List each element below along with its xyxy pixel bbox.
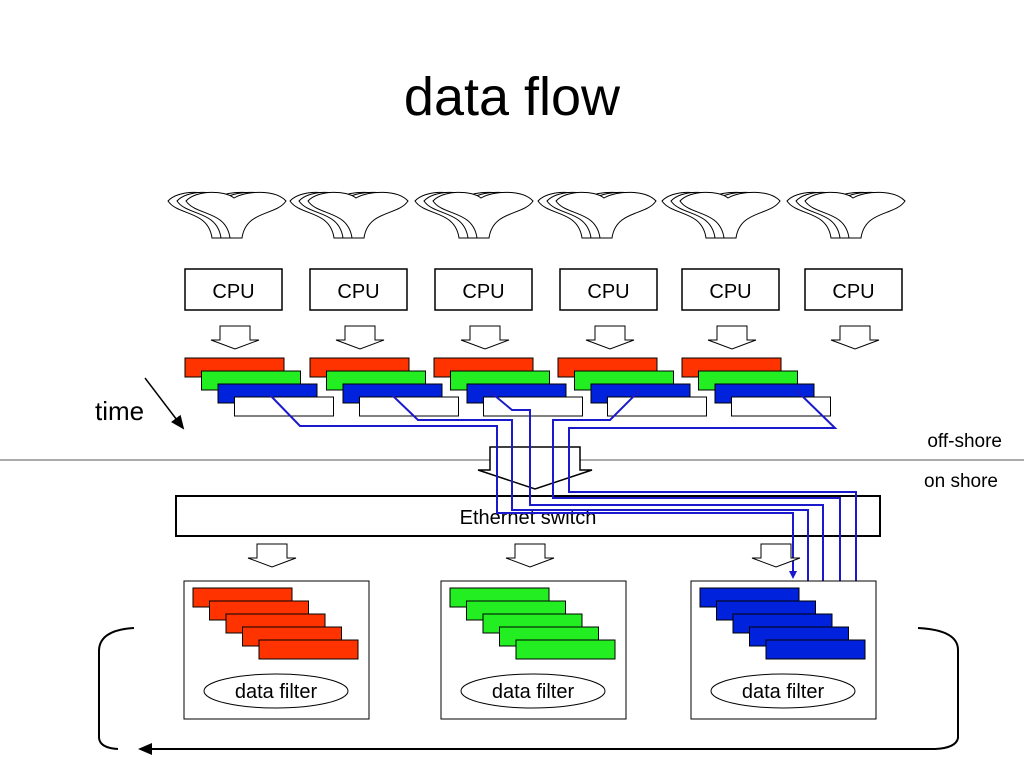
feedback-loop xyxy=(98,627,959,755)
sensor-icon xyxy=(289,191,409,239)
routing-link xyxy=(391,394,812,594)
switch-output-arrows xyxy=(247,543,801,568)
cpu-label: CPU xyxy=(832,281,874,303)
data-filter-row: data filter data filter data filter xyxy=(183,580,877,720)
cpu-output-arrow xyxy=(707,325,757,350)
data-filter-label: data filter xyxy=(742,681,825,703)
cpu-box xyxy=(559,268,658,311)
ethernet-switch xyxy=(175,495,881,537)
data-filter-ellipse xyxy=(710,673,856,709)
packet-stack xyxy=(184,357,334,417)
data-filter-box: data filter xyxy=(183,580,370,720)
packet-stack xyxy=(681,357,831,417)
time-arrow xyxy=(144,377,185,430)
packet-slice xyxy=(607,396,707,417)
data-filter-ellipse xyxy=(203,673,349,709)
cpu-output-arrow xyxy=(335,325,385,350)
packet-stack xyxy=(309,357,459,417)
cpu-output-arrow xyxy=(830,325,880,350)
data-filter-box: data filter xyxy=(440,580,627,720)
routing-link xyxy=(487,389,827,609)
filtered-packet xyxy=(515,639,616,660)
cpu-label: CPU xyxy=(709,281,751,303)
cpu-box xyxy=(681,268,780,311)
sensor-icon xyxy=(661,191,781,239)
cpu-output-arrow xyxy=(460,325,510,350)
cpu-box xyxy=(434,268,533,311)
packet-stack xyxy=(433,357,583,417)
cpu-label: CPU xyxy=(587,281,629,303)
data-filter-box: data filter xyxy=(690,580,877,720)
switch-input-arrow xyxy=(477,446,593,490)
switch-output-arrow xyxy=(247,543,297,568)
data-filter-ellipse xyxy=(460,673,606,709)
cpu-box xyxy=(804,268,903,311)
cpu-label: CPU xyxy=(462,281,504,303)
routing-links xyxy=(269,389,860,640)
filtered-packet xyxy=(765,639,866,660)
cpu-output-arrow xyxy=(585,325,635,350)
cpu-label: CPU xyxy=(212,281,254,303)
packet-slice xyxy=(234,396,334,417)
packet-slice xyxy=(483,396,583,417)
data-filter-label: data filter xyxy=(492,681,575,703)
sensor-icon xyxy=(786,191,906,239)
cpu-row: CPU CPU CPU CPU CPU CPU xyxy=(184,268,903,311)
data-filter-label: data filter xyxy=(235,681,318,703)
switch-output-arrow xyxy=(505,543,555,568)
time-indicator: time xyxy=(95,377,185,430)
cpu-output-arrows xyxy=(210,325,880,350)
routing-link xyxy=(269,394,797,579)
sensor-icon xyxy=(414,191,534,239)
page-title: data flow xyxy=(404,67,621,127)
onshore-label: on shore xyxy=(924,471,998,492)
cpu-label: CPU xyxy=(337,281,379,303)
routing-link xyxy=(552,389,844,624)
filtered-packet xyxy=(258,639,359,660)
offshore-label: off-shore xyxy=(927,431,1002,452)
cpu-box xyxy=(309,268,408,311)
cpu-output-arrow xyxy=(210,325,260,350)
sensor-icon xyxy=(167,191,287,239)
sensor-icon xyxy=(537,191,657,239)
time-label: time xyxy=(95,396,144,426)
packet-stack xyxy=(557,357,707,417)
cpu-box xyxy=(184,268,283,311)
offshore-packet-stacks xyxy=(184,357,831,417)
switch-output-arrow xyxy=(751,543,801,568)
packet-slice xyxy=(731,396,831,417)
packet-slice xyxy=(359,396,459,417)
sensor-group xyxy=(167,191,906,239)
routing-link xyxy=(568,389,860,640)
